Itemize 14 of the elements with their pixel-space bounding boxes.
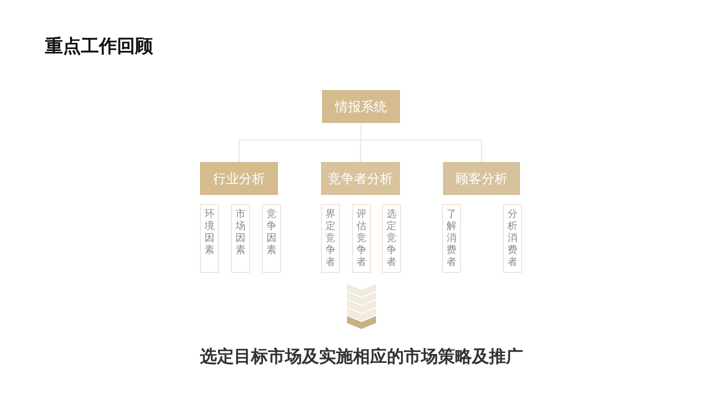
item-box: 界定竞争者 bbox=[321, 204, 340, 273]
item-box: 竞争因素 bbox=[262, 204, 281, 273]
item-box: 环境因素 bbox=[200, 204, 219, 273]
page-title: 重点工作回顾 bbox=[45, 35, 153, 58]
category-box: 竞争者分析 bbox=[321, 162, 400, 195]
item-box: 评估竞争者 bbox=[352, 204, 371, 273]
category-box: 行业分析 bbox=[200, 162, 278, 195]
item-box: 分析消费者 bbox=[503, 204, 522, 273]
conclusion-text: 选定目标市场及实施相应的市场策略及推广 bbox=[200, 347, 523, 367]
category-box: 情报系统 bbox=[322, 90, 400, 123]
item-box: 市场因素 bbox=[231, 204, 250, 273]
item-box: 了解消费者 bbox=[442, 204, 461, 273]
category-box: 顾客分析 bbox=[443, 162, 520, 195]
item-box: 选定竞争者 bbox=[382, 204, 401, 273]
